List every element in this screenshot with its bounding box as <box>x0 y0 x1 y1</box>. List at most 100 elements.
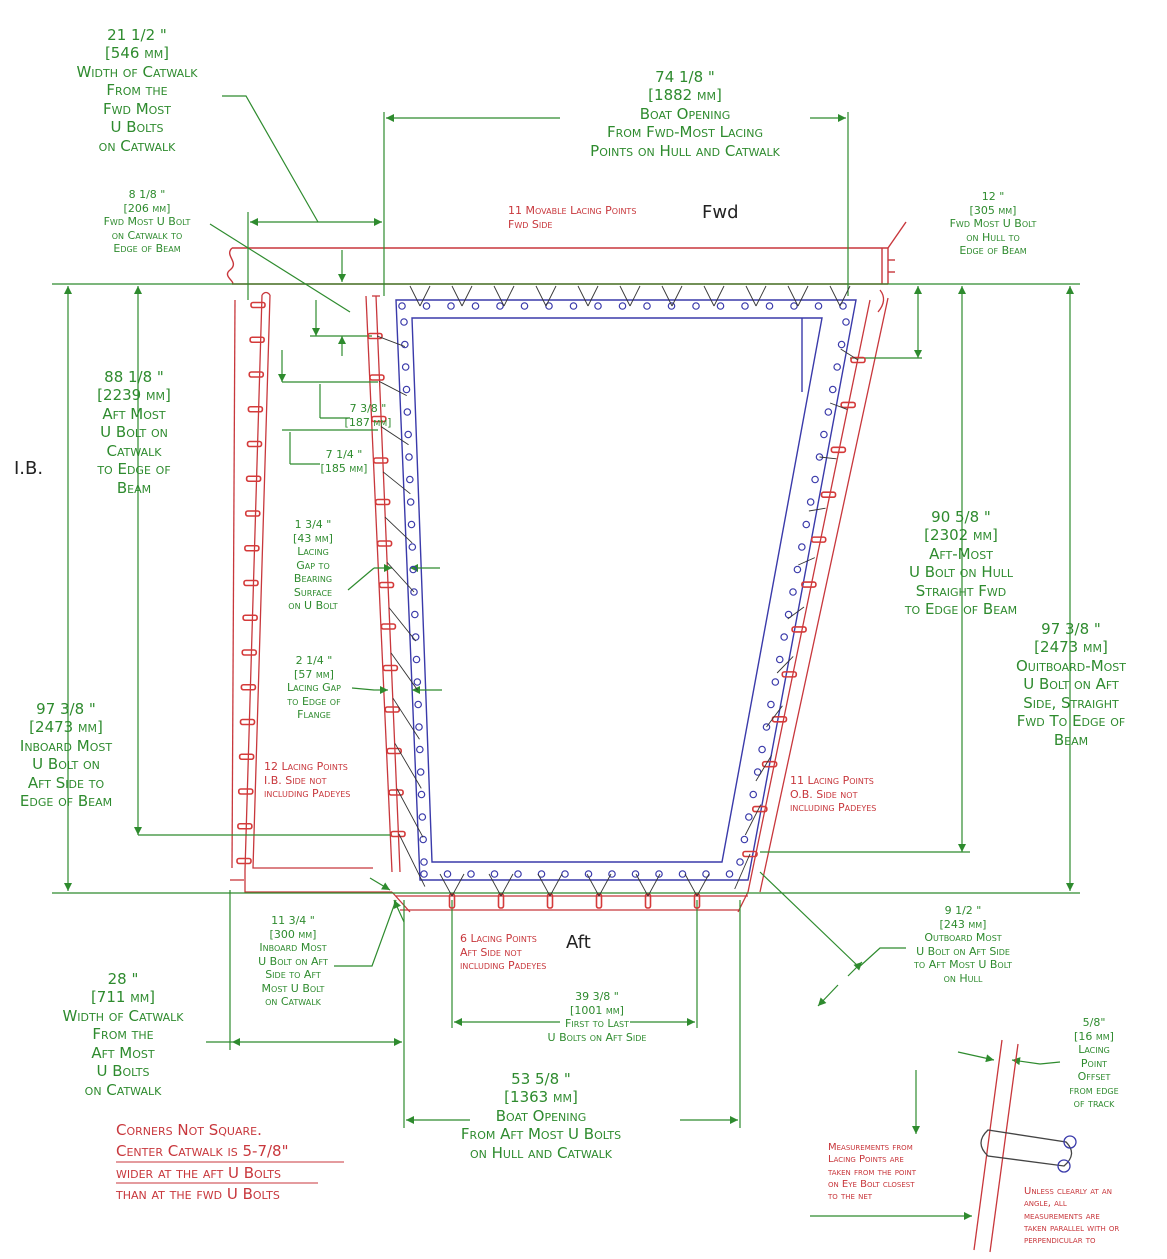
lacing-ring <box>404 430 412 439</box>
lacing-line <box>535 285 547 307</box>
u-bolt <box>771 715 788 723</box>
lacing-line <box>755 754 772 782</box>
lacing-line <box>661 285 673 307</box>
corners-note-line1: Corners Not Square. <box>116 1121 262 1139</box>
lacing-line <box>396 788 424 838</box>
u-bolt <box>448 893 456 909</box>
lacing-ring <box>678 870 687 878</box>
ob-aft-ubolt-label: 9 1/2 " [243 mm] Outboard Most U Bolt on… <box>914 904 1012 985</box>
lacing-ring <box>643 302 651 310</box>
catwalk-outline <box>230 291 401 893</box>
lacing-ring <box>765 302 774 310</box>
lacing-ring <box>520 302 529 310</box>
lacing-line <box>378 380 407 397</box>
lacing-line <box>745 285 757 307</box>
lacing-ring <box>828 385 837 394</box>
lacing-ring <box>401 363 410 371</box>
boat-opening-aft-label: 53 5/8 " [1363 mm] Boat Opening From Aft… <box>460 1070 622 1162</box>
lacing-line <box>376 335 406 347</box>
lacing-line <box>537 873 551 897</box>
lacing-ring <box>716 302 725 310</box>
lacing-ring <box>414 700 422 709</box>
lacing-line <box>439 873 453 897</box>
lacing-ring <box>667 302 676 310</box>
lacing-ring <box>806 498 815 506</box>
fwd-ubolt-catwalk-label: 8 1/8 " [206 mm] Fwd Most U Bolt on Catw… <box>103 188 191 256</box>
u-bolt <box>595 893 603 909</box>
u-bolt <box>247 405 264 413</box>
lacing-ring <box>655 870 663 878</box>
lacing-line <box>493 285 505 307</box>
lacing-ring <box>833 363 841 371</box>
u-bolt <box>384 706 401 713</box>
lacing-line <box>587 285 599 307</box>
spacing-b-label: 7 1/4 " [185 mm] <box>320 448 368 475</box>
ib-aft-ubolt-label: 11 3/4 " [300 mm] Inboard Most U Bolt on… <box>258 914 328 1009</box>
lacing-ring <box>413 678 422 686</box>
note-underlines <box>116 1161 344 1184</box>
lacing-line <box>808 507 826 512</box>
lacing-ring <box>419 835 427 844</box>
lacing-line <box>839 285 851 307</box>
u-bolt <box>386 747 402 755</box>
fwd-label: Fwd <box>702 202 739 223</box>
lacing-ring <box>618 302 627 310</box>
lacing-ring <box>789 588 797 596</box>
lacing-ring <box>490 870 499 878</box>
u-bolt <box>374 498 391 506</box>
lacing-ring <box>412 655 421 664</box>
u-bolt <box>380 623 397 630</box>
lacing-ring <box>416 768 425 776</box>
lacing-ring <box>740 835 749 844</box>
u-bolt <box>376 540 393 547</box>
lacing-line <box>577 285 589 307</box>
lacing-line <box>635 873 649 897</box>
corners-note-line4: than at the fwd U Bolts <box>116 1185 280 1203</box>
u-bolt <box>369 374 385 381</box>
lacing-line <box>390 652 419 691</box>
lacing-line <box>500 873 514 897</box>
u-bolt <box>237 788 254 795</box>
lacing-line <box>451 285 463 307</box>
u-bolt <box>238 753 255 761</box>
u-bolt <box>246 440 263 448</box>
lacing-ring <box>798 543 806 551</box>
lacing-ring <box>780 633 788 641</box>
lacing-line <box>386 562 415 593</box>
lacing-line <box>766 705 783 728</box>
lacing-line <box>619 285 631 307</box>
u-bolt <box>644 893 652 909</box>
corners-note-line2: Center Catwalk is 5-7/8" <box>116 1142 289 1160</box>
lacing-line <box>703 285 715 307</box>
lacing-ring <box>775 655 784 664</box>
u-bolt <box>242 614 258 622</box>
ib-label: I.B. <box>14 458 44 479</box>
lacing-ring <box>762 723 771 731</box>
beam <box>226 221 907 285</box>
lacing-line <box>488 873 502 897</box>
lacing-line <box>798 557 815 566</box>
aft-ubolt-catwalk-label: 88 1/8 " [2239 mm] Aft Most U Bolt on Ca… <box>97 368 171 497</box>
u-bolt <box>497 893 505 909</box>
lacing-ring <box>802 520 811 529</box>
lacing-ring <box>401 340 409 349</box>
lacing-line <box>394 743 422 789</box>
lacing-ring <box>406 475 414 484</box>
u-bolt <box>367 332 383 340</box>
u-bolt <box>244 510 261 517</box>
lacing-line <box>787 285 799 307</box>
lacing-ring <box>741 302 749 310</box>
lacing-line <box>696 873 710 897</box>
lacing-ring <box>514 870 522 878</box>
u-bolt <box>390 830 406 838</box>
u-bolt <box>249 336 265 344</box>
catwalk-width-fwd-label: 21 1/2 " [546 mm] Width of Catwalk From … <box>76 26 198 155</box>
lacing-line <box>409 285 421 307</box>
u-bolt <box>382 664 399 672</box>
lacing-line <box>398 833 426 887</box>
lacing-line <box>797 285 809 307</box>
lacing-line <box>392 697 420 740</box>
outboard-most-label: 97 3/8 " [2473 mm] Ouitboard-Most U Bolt… <box>1016 620 1126 749</box>
lacing-line <box>384 516 413 544</box>
u-bolt <box>850 356 866 364</box>
